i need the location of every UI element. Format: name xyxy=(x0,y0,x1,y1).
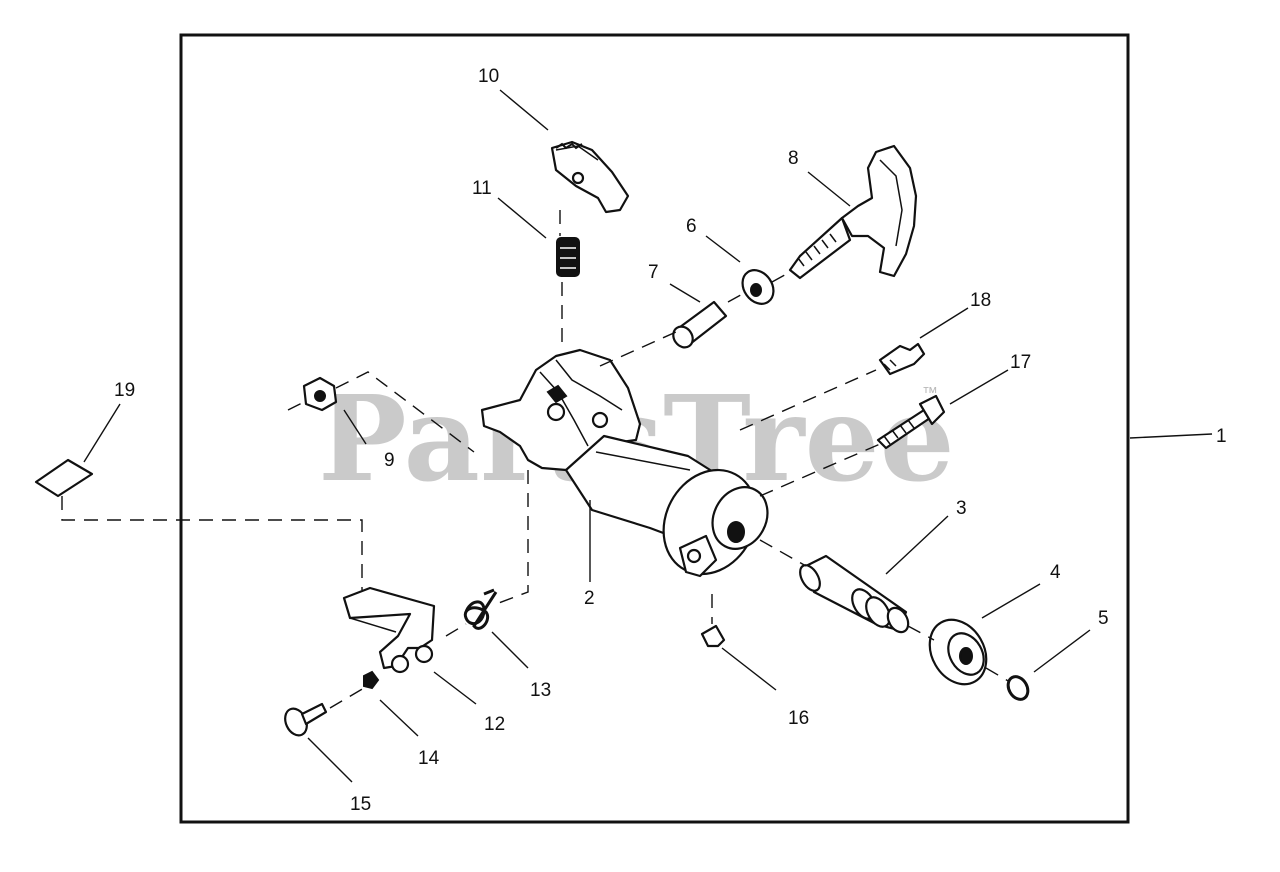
bracket-part xyxy=(342,586,436,674)
clip-part xyxy=(700,624,726,648)
callout-16: 16 xyxy=(788,708,809,729)
callout-9: 9 xyxy=(384,450,395,471)
callout-5: 5 xyxy=(1098,608,1109,629)
nut-part xyxy=(302,376,338,412)
callout-13: 13 xyxy=(530,680,551,701)
bolt-part xyxy=(876,394,946,450)
decal-part xyxy=(34,458,94,498)
tee-handle-screw-part xyxy=(788,144,918,280)
callout-17: 17 xyxy=(1010,352,1031,373)
retaining-ring-part xyxy=(1006,675,1030,701)
washer-part xyxy=(741,269,775,305)
callout-4: 4 xyxy=(1050,562,1061,583)
torsion-spring-part xyxy=(463,588,498,630)
screw-part xyxy=(284,702,328,737)
callout-3: 3 xyxy=(956,498,967,519)
callout-2: 2 xyxy=(584,588,595,609)
callout-labels: 10 11 8 6 7 18 17 1 9 19 2 3 4 5 16 13 1… xyxy=(114,66,1227,815)
leader-lines xyxy=(83,89,1213,783)
spring-part xyxy=(556,237,580,277)
callout-15: 15 xyxy=(350,794,371,815)
latch-plate-part xyxy=(550,140,630,214)
callout-19: 19 xyxy=(114,380,135,401)
callout-11: 11 xyxy=(472,178,492,199)
housing-part xyxy=(480,348,769,578)
callout-1: 1 xyxy=(1216,426,1227,447)
callout-7: 7 xyxy=(648,262,659,283)
shaft-part xyxy=(799,554,910,634)
callout-10: 10 xyxy=(478,66,499,87)
small-nut-part xyxy=(363,670,380,690)
callout-18: 18 xyxy=(970,290,991,311)
sleeve-part xyxy=(672,300,728,349)
short-bolt-part xyxy=(878,342,926,376)
callout-14: 14 xyxy=(418,748,440,769)
bearing-part xyxy=(928,618,988,686)
diagram-frame xyxy=(179,33,1130,824)
callout-6: 6 xyxy=(686,216,697,237)
callout-8: 8 xyxy=(788,148,799,169)
callout-12: 12 xyxy=(484,714,505,735)
center-lines xyxy=(61,210,1011,709)
